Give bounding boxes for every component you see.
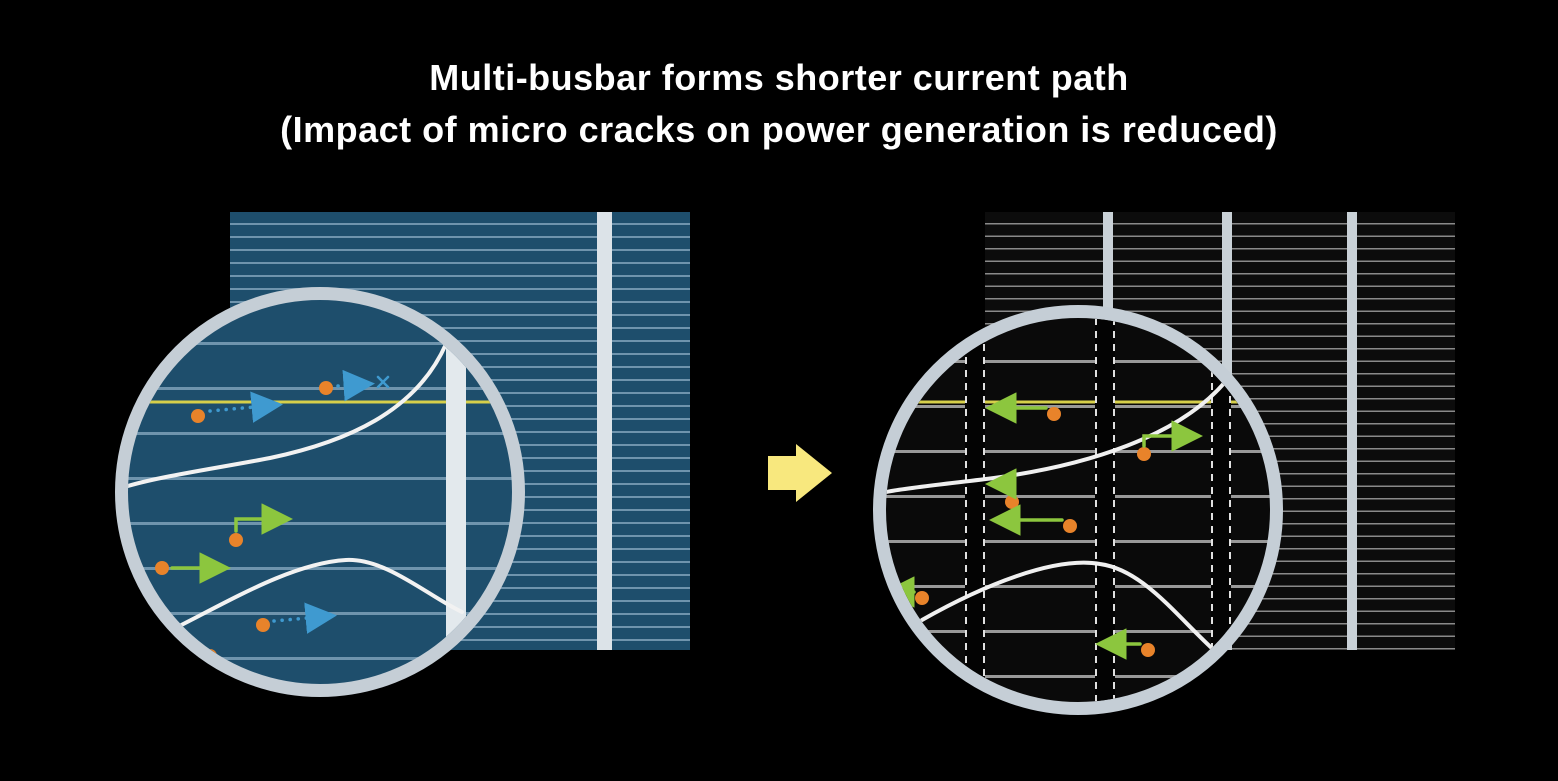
right-arrow-shape bbox=[768, 444, 832, 502]
electron-dot bbox=[1141, 643, 1155, 657]
long-current-path bbox=[203, 602, 337, 663]
electron-dot bbox=[1137, 447, 1151, 461]
electron-dot bbox=[203, 649, 217, 663]
magnifier-left bbox=[115, 287, 525, 697]
short-current-path bbox=[1095, 628, 1155, 660]
electron-dot bbox=[191, 409, 205, 423]
short-current-path bbox=[886, 576, 929, 608]
electron-dot bbox=[319, 381, 333, 395]
electron-dot bbox=[1063, 519, 1077, 533]
micro-crack bbox=[128, 342, 448, 488]
electron-dot bbox=[1047, 407, 1061, 421]
short-current-path bbox=[985, 468, 1019, 509]
short-current-path bbox=[985, 392, 1061, 424]
busbar-magnified bbox=[1095, 318, 1115, 702]
busbar-magnified bbox=[446, 300, 466, 684]
electron-dot bbox=[229, 533, 243, 547]
short-current-path bbox=[229, 503, 293, 547]
short-current-path bbox=[1137, 420, 1203, 461]
blue-dotted-arrow bbox=[208, 391, 283, 423]
green-arrow bbox=[985, 468, 1017, 500]
busbar bbox=[597, 212, 612, 650]
diagram-title: Multi-busbar forms shorter current path … bbox=[0, 52, 1558, 156]
blue-dotted-arrow bbox=[336, 369, 375, 402]
short-current-path bbox=[155, 552, 231, 584]
magnifier-left-detail bbox=[128, 300, 512, 684]
electron-dot bbox=[1005, 495, 1019, 509]
micro-crack bbox=[886, 374, 1232, 494]
long-current-path bbox=[191, 391, 283, 423]
busbar-magnified bbox=[965, 318, 985, 702]
magnifier-right bbox=[873, 305, 1283, 715]
electron-dot bbox=[155, 561, 169, 575]
micro-crack bbox=[920, 560, 1218, 654]
busbar bbox=[1347, 212, 1357, 650]
x-mark bbox=[376, 375, 390, 389]
short-current-path bbox=[989, 504, 1077, 536]
title-line-1: Multi-busbar forms shorter current path bbox=[429, 57, 1129, 98]
green-arrow bbox=[234, 503, 293, 535]
magnifier-right-detail bbox=[886, 318, 1270, 702]
electron-dot bbox=[256, 618, 270, 632]
green-arrow bbox=[1142, 420, 1203, 452]
right-arrow-icon bbox=[768, 444, 832, 502]
long-current-path bbox=[319, 369, 390, 402]
electron-dot bbox=[915, 591, 929, 605]
busbar-magnified bbox=[1211, 318, 1231, 702]
blue-dotted-arrow bbox=[272, 602, 337, 634]
title-line-2: (Impact of micro cracks on power generat… bbox=[280, 109, 1278, 150]
micro-crack bbox=[128, 557, 464, 652]
